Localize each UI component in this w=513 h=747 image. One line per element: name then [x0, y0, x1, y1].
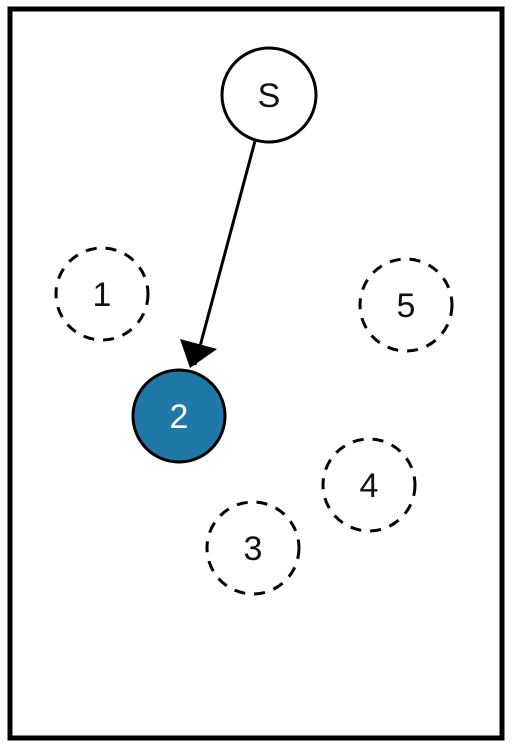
node-5[interactable]: 5 — [358, 257, 454, 353]
node-3-label: 3 — [244, 530, 263, 568]
node-4[interactable]: 4 — [321, 437, 417, 533]
node-2-circle[interactable] — [131, 368, 227, 464]
node-s-circle[interactable] — [220, 46, 318, 144]
node-4-circle[interactable] — [321, 437, 417, 533]
edge-s-to-2 — [193, 140, 257, 366]
node-s[interactable]: S — [220, 46, 318, 144]
node-3-circle[interactable] — [205, 500, 301, 596]
node-2[interactable]: 2 — [131, 368, 227, 464]
node-4-label: 4 — [360, 467, 379, 505]
node-5-circle[interactable] — [358, 257, 454, 353]
edge-s-to-2-arrowhead — [180, 339, 217, 368]
node-2-label: 2 — [170, 398, 189, 436]
node-1-circle[interactable] — [54, 246, 150, 342]
node-1[interactable]: 1 — [54, 246, 150, 342]
node-3[interactable]: 3 — [205, 500, 301, 596]
node-5-label: 5 — [397, 287, 416, 325]
node-1-label: 1 — [93, 276, 112, 314]
node-s-label: S — [258, 77, 281, 115]
